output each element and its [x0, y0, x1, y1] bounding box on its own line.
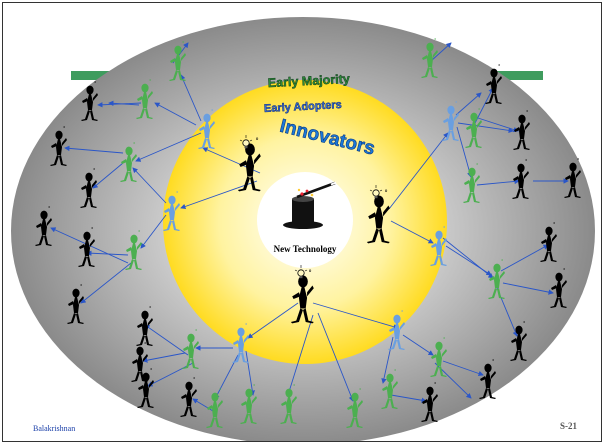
center-label: New Technology	[274, 244, 337, 254]
arrow-icon	[500, 244, 549, 272]
arrow-icon	[108, 100, 140, 106]
arrow-icon	[390, 394, 427, 403]
thought-mark-icon: °	[93, 168, 96, 174]
arrow-icon	[455, 92, 482, 116]
people-figures: ° ° ° ° ° ° ° ° ° ° ° ° ° ° ° ° ° ° ° ° ° ° ° ° ° ° ° ° ° ° ° ° ° ° ° ° ° ° ° °…	[35, 38, 581, 428]
thought-mark-icon: °	[253, 384, 256, 390]
top-hat-icon	[283, 196, 323, 229]
thought-mark-icon: °	[255, 137, 258, 145]
thought-mark-icon: °	[245, 323, 248, 329]
thought-mark-icon: °	[359, 388, 362, 394]
thought-mark-icon: °	[384, 189, 387, 197]
diffusion-arrows	[50, 42, 569, 412]
lightbulb-icon	[239, 135, 253, 149]
slide-number: S-21	[559, 421, 577, 431]
author-footer: Balakrishnan	[33, 424, 76, 433]
arrow-icon	[154, 102, 197, 126]
diffusion-diagram: New Technology Early Majority Early Adop…	[11, 17, 595, 441]
arrow-icon	[402, 334, 434, 356]
arrow-icon	[472, 87, 494, 128]
thought-mark-icon: °	[195, 329, 198, 335]
arrow-icon	[50, 227, 129, 264]
thought-mark-icon: °	[176, 191, 179, 197]
thought-mark-icon: °	[91, 227, 94, 233]
thought-mark-icon: °	[492, 359, 495, 365]
arrow-icon	[312, 302, 399, 330]
thought-mark-icon: °	[63, 126, 66, 132]
thought-mark-icon: °	[443, 226, 446, 232]
thought-mark-icon: °	[80, 284, 83, 290]
arrow-icon	[64, 145, 124, 154]
arrow-icon	[142, 352, 186, 363]
lightbulb-icon	[294, 265, 308, 279]
thought-mark-icon: °	[455, 101, 458, 107]
arrow-icon	[502, 282, 554, 295]
arrow-icon	[180, 74, 202, 122]
arrow-icon	[381, 336, 394, 384]
arrow-icon	[247, 302, 299, 339]
thought-mark-icon: °	[144, 342, 147, 348]
thought-mark-icon: °	[501, 259, 504, 265]
arrow-icon	[245, 350, 255, 396]
arrow-icon	[442, 360, 484, 377]
arrow-icon	[140, 214, 167, 249]
thought-mark-icon: °	[498, 64, 501, 70]
thought-mark-icon: °	[577, 158, 580, 164]
thought-mark-icon: °	[150, 368, 153, 374]
thought-mark-icon: °	[434, 38, 437, 44]
arrow-icon	[430, 42, 452, 62]
thought-mark-icon: °	[443, 337, 446, 343]
arrow-icon	[135, 132, 202, 162]
arrow-icon	[390, 220, 434, 244]
thought-mark-icon: °	[553, 222, 556, 228]
arrow-icon	[80, 262, 132, 304]
thought-mark-icon: °	[293, 384, 296, 390]
arrow-icon	[388, 132, 449, 210]
thought-mark-icon: °	[138, 230, 141, 236]
thought-mark-icon: °	[434, 382, 437, 388]
arrow-icon	[147, 362, 194, 387]
arrow-icon	[132, 167, 167, 204]
arrow-icon	[457, 122, 514, 134]
arrow-icon	[317, 312, 354, 402]
thought-mark-icon: °	[94, 81, 97, 87]
arrow-icon	[286, 314, 314, 396]
thought-mark-icon: °	[526, 110, 529, 116]
magic-wand-icon	[296, 181, 337, 199]
thought-mark-icon: °	[476, 163, 479, 169]
thought-mark-icon: °	[133, 142, 136, 148]
arrow-icon	[92, 162, 124, 189]
thought-mark-icon: °	[193, 377, 196, 383]
thought-mark-icon: °	[211, 109, 214, 115]
arrow-icon	[456, 126, 473, 178]
thought-mark-icon: °	[563, 268, 566, 274]
arrow-icon	[476, 178, 520, 186]
thought-mark-icon: °	[149, 306, 152, 312]
early-majority-label: Early Majority	[267, 72, 350, 90]
thought-mark-icon: °	[219, 388, 222, 394]
thought-mark-icon: °	[149, 79, 152, 85]
thought-mark-icon: °	[525, 159, 528, 165]
thought-mark-icon: °	[394, 369, 397, 375]
thought-mark-icon: °	[523, 321, 526, 327]
thought-mark-icon: °	[478, 108, 481, 114]
early-adopters-label: Early Adopters	[264, 99, 342, 115]
lightbulb-icon	[369, 185, 383, 199]
thought-mark-icon: °	[48, 206, 51, 212]
thought-mark-icon: °	[401, 310, 404, 316]
arrow-icon	[477, 117, 519, 133]
thought-mark-icon: °	[182, 41, 185, 47]
arrow-icon	[144, 324, 189, 356]
arrow-icon	[445, 245, 492, 276]
thought-mark-icon: °	[308, 269, 311, 277]
